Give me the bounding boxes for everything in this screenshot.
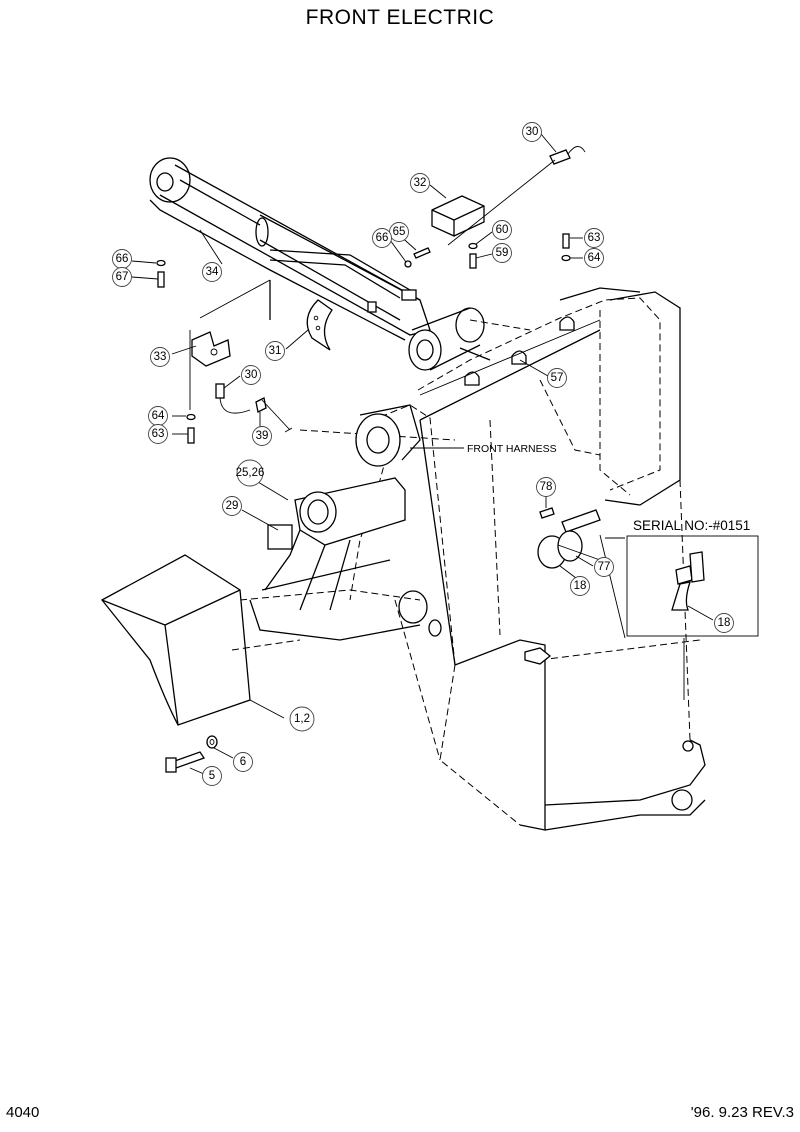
callout-39: 39 (252, 426, 272, 446)
callout-18-main: 18 (570, 576, 590, 596)
front-harness-label: FRONT HARNESS (467, 443, 557, 455)
svg-text:63: 63 (152, 428, 165, 440)
callout-29: 29 (222, 496, 242, 516)
svg-text:30: 30 (245, 369, 258, 381)
svg-text:6: 6 (240, 756, 246, 768)
sensor-30-lower (215, 383, 293, 433)
bolt-5 (165, 735, 218, 773)
svg-text:25,26: 25,26 (236, 467, 265, 479)
svg-text:39: 39 (256, 430, 269, 442)
bracket-33 (189, 279, 271, 410)
page-title: FRONT ELECTRIC (305, 6, 495, 29)
callout-33: 33 (150, 347, 170, 367)
svg-text:64: 64 (588, 252, 601, 264)
callout-5: 5 (202, 766, 222, 786)
svg-text:18: 18 (574, 580, 587, 592)
callout-77: 77 (594, 557, 614, 577)
callout-34: 34 (202, 262, 222, 282)
callout-18-inset: 18 (714, 613, 734, 633)
callout-64-lower: 64 (148, 406, 168, 426)
svg-text:33: 33 (154, 351, 167, 363)
callout-30-lower: 30 (241, 365, 261, 385)
svg-text:63: 63 (588, 232, 601, 244)
svg-text:67: 67 (116, 271, 129, 283)
callout-63-lower: 63 (148, 424, 168, 444)
callout-57: 57 (547, 368, 567, 388)
svg-text:59: 59 (496, 247, 509, 259)
callout-64-top: 64 (584, 248, 604, 268)
svg-text:66: 66 (116, 253, 129, 265)
svg-text:60: 60 (496, 224, 509, 236)
cover-1-2 (101, 554, 301, 726)
serial-number-label: SERIAL NO:-#0151 (633, 518, 750, 533)
boom-cylinder (149, 157, 531, 371)
callout-66-right: 66 (372, 228, 392, 248)
callout-32: 32 (410, 173, 430, 193)
svg-text:31: 31 (269, 345, 282, 357)
svg-text:66: 66 (376, 232, 389, 244)
leader-lines (131, 133, 714, 775)
svg-text:30: 30 (526, 126, 539, 138)
page-number: 4040 (6, 1104, 40, 1121)
callout-78: 78 (536, 477, 556, 497)
revision-date: '96. 9.23 REV.3 (690, 1104, 794, 1121)
svg-text:34: 34 (206, 266, 219, 278)
svg-text:5: 5 (209, 770, 215, 782)
svg-text:57: 57 (551, 372, 564, 384)
work-light (239, 477, 421, 641)
callout-66-left: 66 (112, 249, 132, 269)
callout-25-26: 25,26 (236, 459, 265, 487)
svg-text:65: 65 (393, 226, 406, 238)
svg-text:64: 64 (152, 410, 165, 422)
callout-30-top: 30 (522, 122, 542, 142)
horn-assembly (537, 507, 601, 569)
svg-text:29: 29 (226, 500, 239, 512)
bracket-32 (431, 195, 485, 237)
callout-67: 67 (112, 267, 132, 287)
callout-1-2: 1,2 (289, 706, 315, 732)
svg-text:32: 32 (414, 177, 427, 189)
callout-59: 59 (492, 243, 512, 263)
callout-31: 31 (265, 341, 285, 361)
serial-inset (599, 534, 759, 700)
boom-structure (299, 287, 706, 831)
callout-6: 6 (233, 752, 253, 772)
callout-65: 65 (389, 222, 409, 242)
fasteners-top (156, 233, 571, 444)
callout-60: 60 (492, 220, 512, 240)
svg-text:18: 18 (718, 617, 731, 629)
svg-text:1,2: 1,2 (294, 713, 310, 725)
svg-text:78: 78 (540, 481, 553, 493)
harness-clips (419, 316, 601, 396)
svg-text:77: 77 (598, 561, 611, 573)
callout-63-top: 63 (584, 228, 604, 248)
clamp-31 (306, 299, 333, 351)
sensor-30-top (447, 146, 586, 246)
